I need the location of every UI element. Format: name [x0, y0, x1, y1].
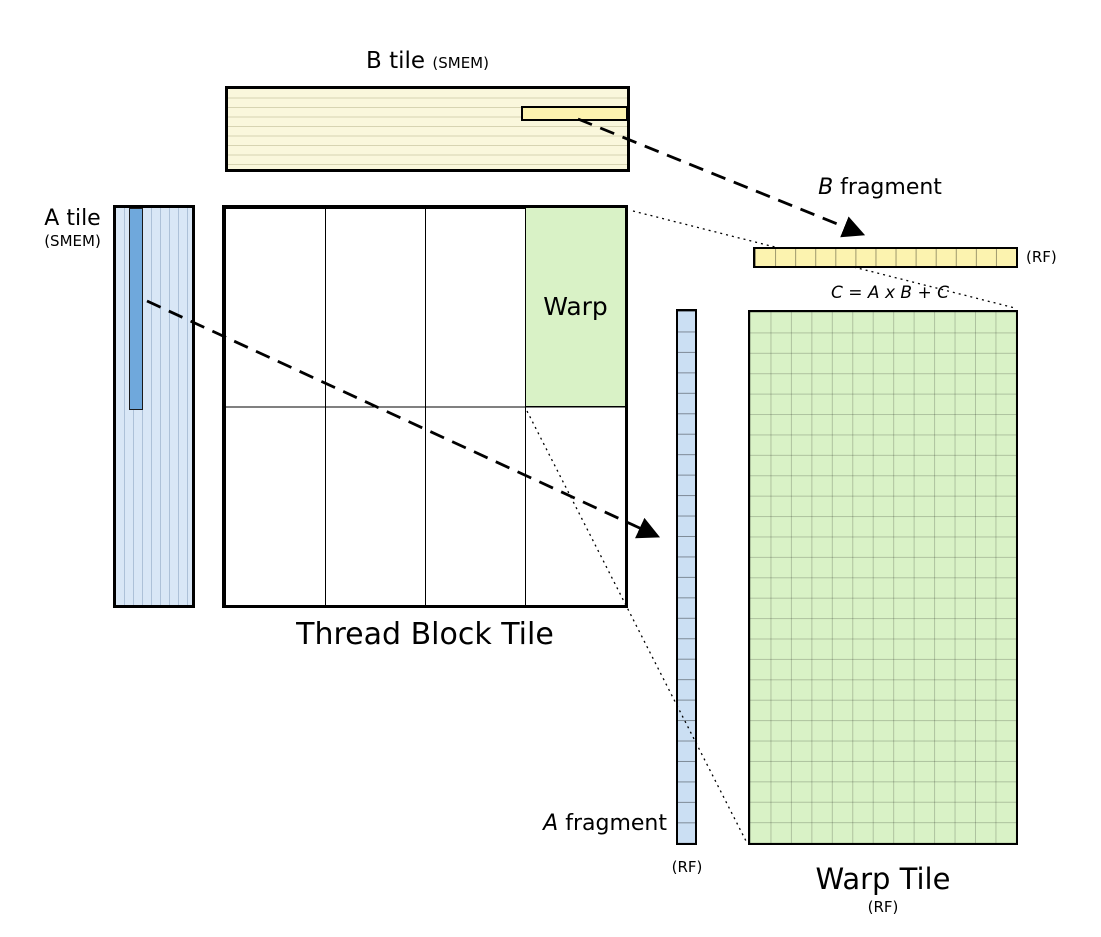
- warp-cell: Warp: [525, 208, 625, 407]
- a-tile-sub-rect: [129, 208, 143, 410]
- b-tile-rect: [225, 86, 630, 172]
- warp-tile-rect: [748, 310, 1018, 845]
- gemm-equation: C = A x B + C: [830, 283, 949, 303]
- warp-tile-rf-label: (RF): [867, 898, 899, 916]
- thread-block-tile-rect: Warp: [222, 205, 628, 608]
- b-fragment-rf-label: (RF): [1026, 248, 1057, 266]
- b-tile-title: B tile: [366, 48, 426, 74]
- a-tile-label: A tile (SMEM): [20, 206, 125, 250]
- a-fragment-letter: A: [543, 811, 559, 836]
- warp-cell-label: Warp: [543, 292, 608, 322]
- a-tile-smem-label: (SMEM): [44, 232, 101, 251]
- b-tile-sub-rect: [521, 106, 628, 121]
- b-fragment-label: B fragment: [770, 175, 990, 200]
- a-fragment-strip: [676, 309, 697, 845]
- a-tile-rect: [113, 205, 195, 608]
- a-fragment-word: fragment: [558, 811, 667, 836]
- a-fragment-rf-label: (RF): [671, 858, 703, 876]
- b-tile-label: B tile (SMEM): [225, 48, 630, 74]
- b-tile-smem-label: (SMEM): [432, 54, 489, 72]
- b-fragment-strip: [753, 247, 1018, 268]
- warp-tile-label: Warp Tile: [815, 862, 951, 896]
- b-fragment-letter: B: [818, 175, 834, 200]
- a-tile-title: A tile: [44, 206, 101, 231]
- a-fragment-label: A fragment: [535, 811, 667, 836]
- thread-block-tile-label: Thread Block Tile: [296, 617, 554, 652]
- b-fragment-word: fragment: [833, 175, 942, 200]
